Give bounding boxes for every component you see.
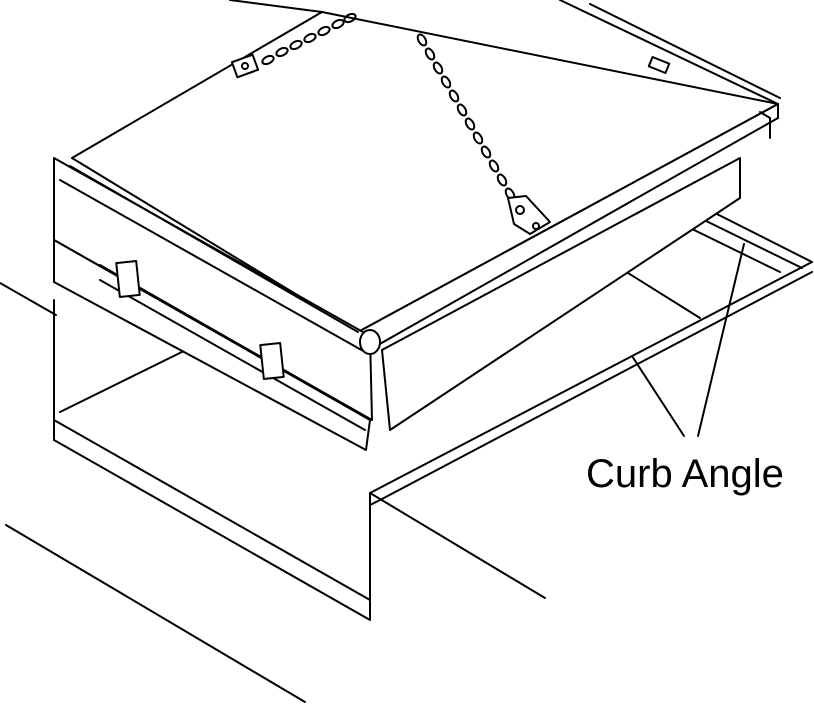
pit-frame [53, 261, 813, 621]
dock-floor-lines [0, 0, 546, 703]
lip-assembly [53, 157, 381, 451]
curb-angle-frame [619, 207, 813, 319]
curb-angle-callout-leaders [631, 243, 745, 437]
dock-leveler-deck [71, 0, 781, 431]
safety-chain [230, 12, 551, 235]
curb-angle-label: Curb Angle [586, 452, 784, 496]
